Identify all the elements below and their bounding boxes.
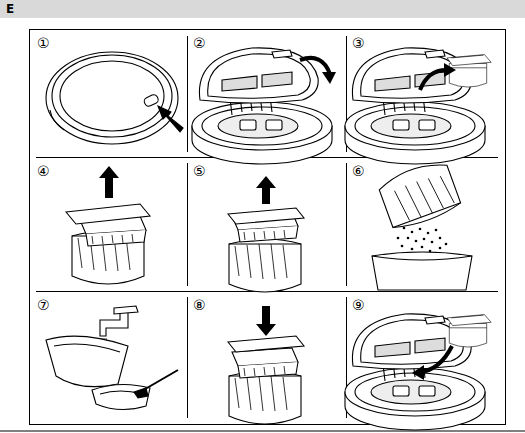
header-bar xyxy=(0,0,525,18)
step-number: ① xyxy=(37,35,50,51)
step-number: ⑧ xyxy=(193,297,206,313)
step-number: ② xyxy=(193,35,206,51)
step-number: ⑨ xyxy=(352,297,365,313)
robot-lid-open xyxy=(192,48,336,164)
robot-top-view xyxy=(46,52,183,144)
rinsing-and-brushing xyxy=(46,306,178,410)
panel-grid xyxy=(30,30,506,425)
emptying-bin xyxy=(372,158,472,290)
step-number: ⑤ xyxy=(193,163,206,179)
robot-bin-removed xyxy=(345,48,491,164)
section-letter: E xyxy=(6,1,14,17)
filter-removal xyxy=(228,176,304,292)
step-number: ④ xyxy=(37,163,50,179)
bottom-rule xyxy=(0,431,525,432)
step-number: ③ xyxy=(352,35,365,51)
bin-lid-removal xyxy=(66,166,150,284)
step-number: ⑦ xyxy=(37,297,50,313)
reassembling-bin xyxy=(228,306,304,424)
step-number: ⑥ xyxy=(352,163,365,179)
bin-reinsertion xyxy=(345,314,491,430)
